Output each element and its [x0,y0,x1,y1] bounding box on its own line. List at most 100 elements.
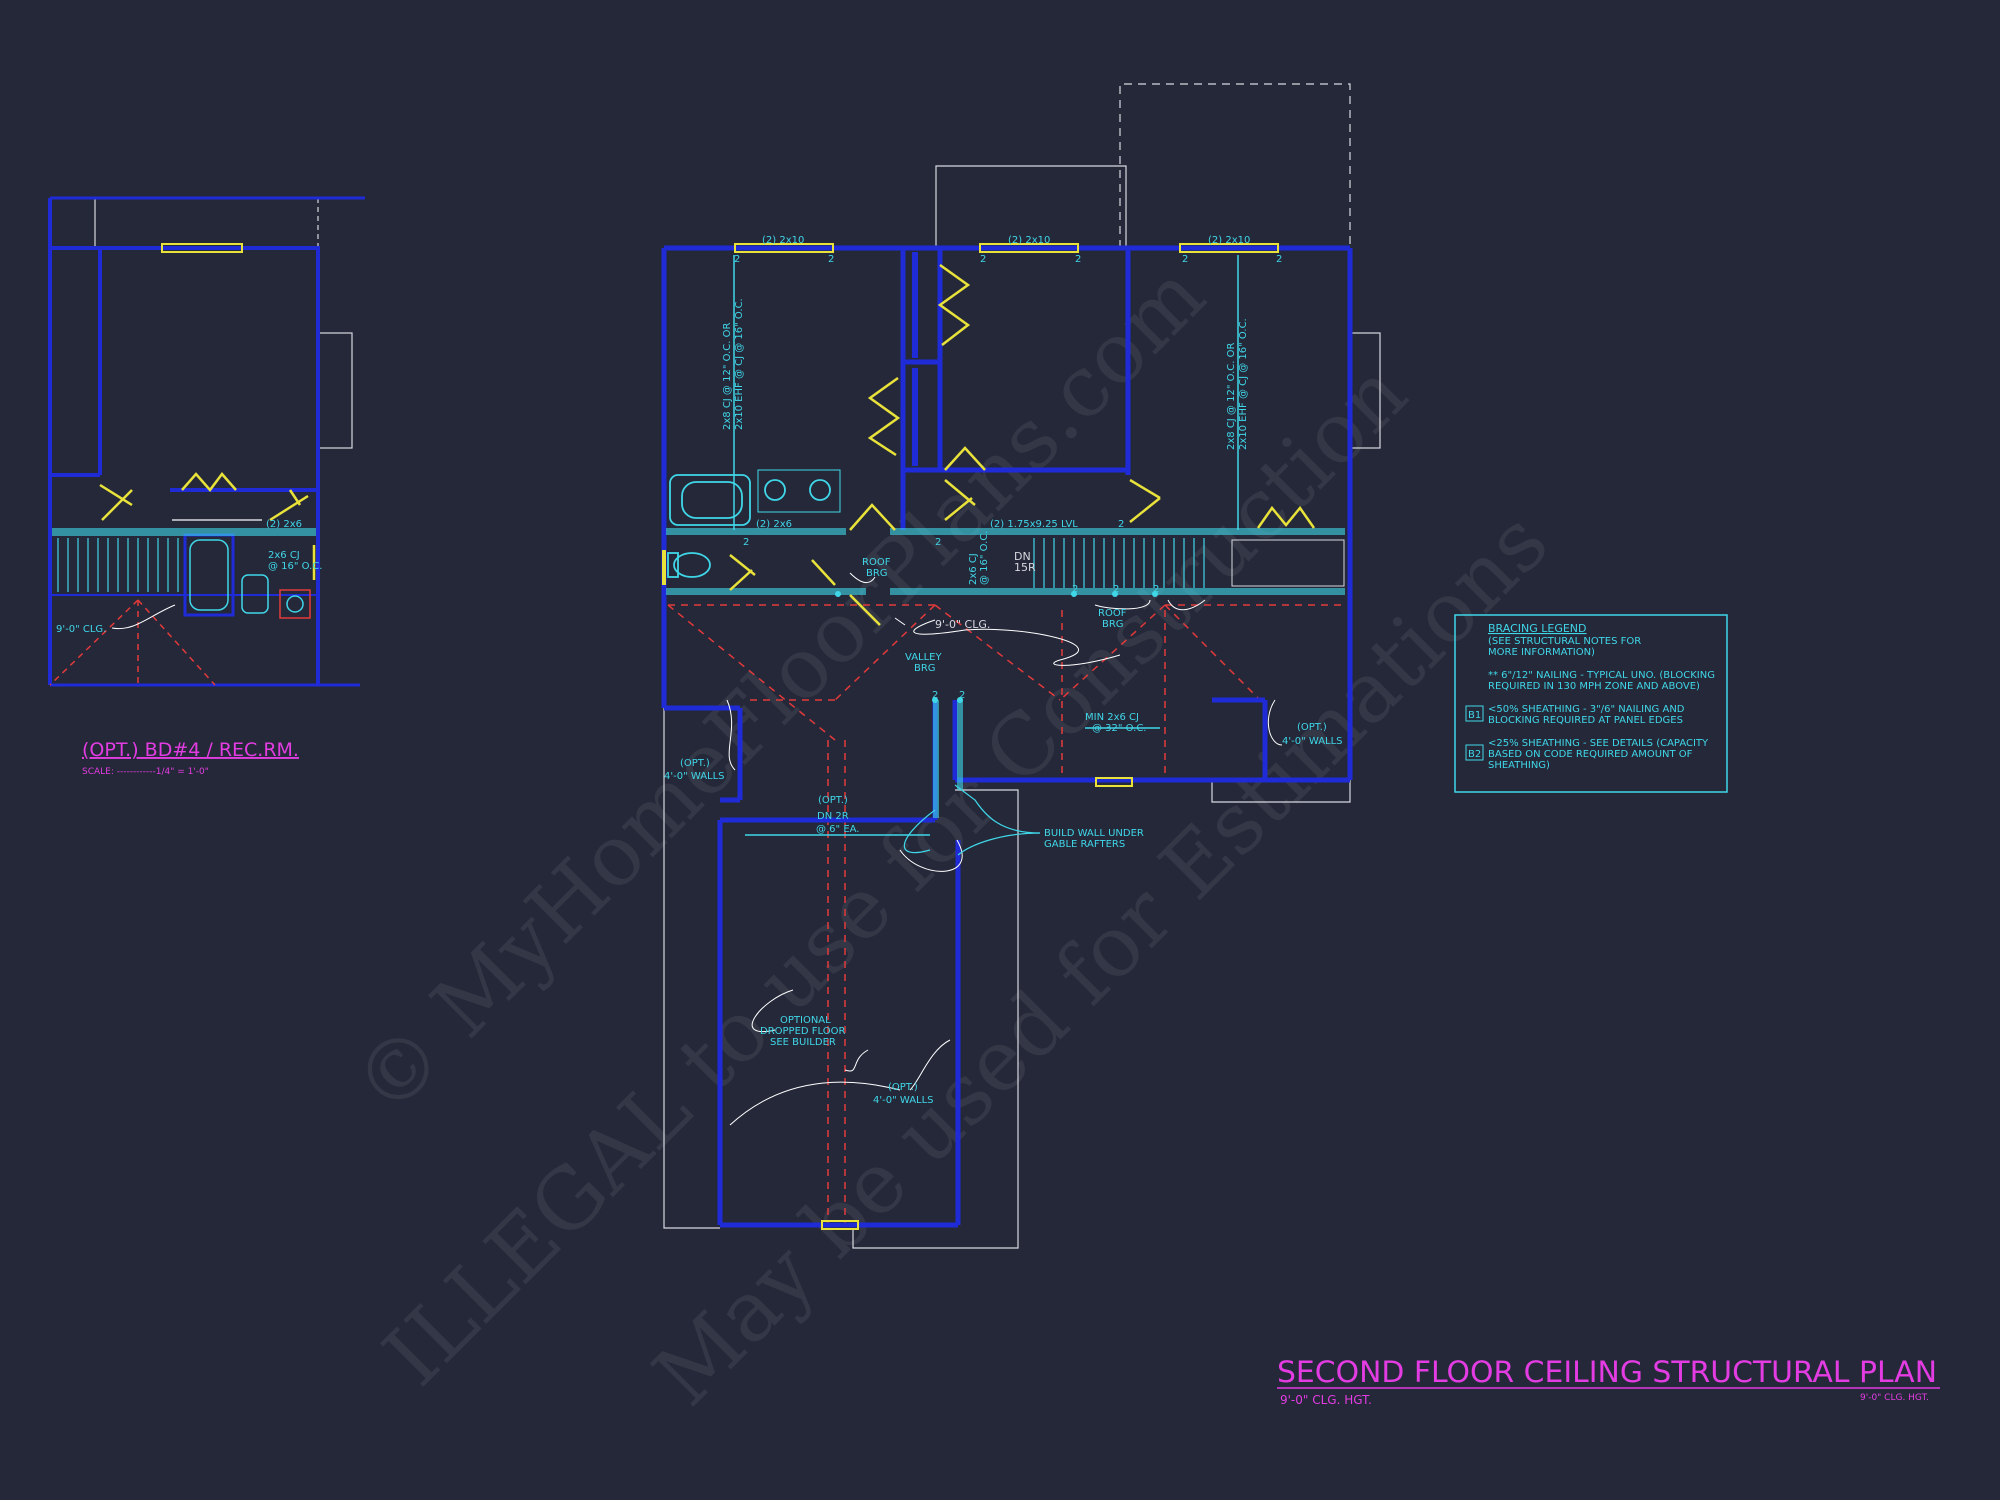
legend-b2-box [1465,744,1484,761]
inset-window [161,243,243,253]
inset-scale: SCALE: ------------1/4" = 1'-0" [82,767,209,777]
number-2: 2 [932,690,938,701]
dropped-floor-line-1: OPTIONAL [780,1015,831,1026]
inset-header-label: (2) 2x6 [266,519,302,530]
main-outline [663,83,1381,1249]
legend-b1-line-2: BLOCKING REQUIRED AT PANEL EDGES [1488,715,1683,726]
min-cj-line-1: MIN 2x6 CJ [1085,712,1139,723]
legend-subtitle-1: (SEE STRUCTURAL NOTES FOR [1488,636,1641,647]
number-2: 2 [1276,254,1282,265]
number-2: 2 [935,537,941,548]
cj-16-line-2: @ 16" O.C. [979,531,990,586]
main-stair [1033,538,1205,588]
joist-note-left-2: 2x10 EHF @ CJ @ 16" O.C. [734,298,745,430]
valley-brg-line-1: VALLEY [905,652,943,663]
number-2: 2 [1075,254,1081,265]
number-2: 2 [743,537,749,548]
legend-title: BRACING LEGEND [1488,622,1587,635]
number-2: 2 [734,254,740,265]
main-subtitle-left: 9'-0" CLG. HGT. [1280,1393,1372,1407]
main-walls [661,245,1353,1228]
inset-fixtures [172,519,311,619]
number-2: 2 [980,254,986,265]
joist-note-left-1: 2x8 CJ @ 12" O.C. OR [722,323,733,430]
roof-brg-2-line-2: BRG [1102,619,1124,630]
watermark: © MyHomeFloorPlans.com ILLEGAL to use fo… [335,246,1567,1424]
clg-note: 9'-0" CLG. [935,618,990,631]
number-2: 2 [1118,519,1124,530]
legend-b1-label: B1 [1468,710,1481,721]
inset-cj-line-1: 2x6 CJ [268,550,300,561]
dropped-floor-line-2: DROPPED FLOOR [760,1026,845,1037]
main-closet-walls [912,252,918,466]
legend-b1-line-1: <50% SHEATHING - 3"/6" NAILING AND [1488,704,1685,715]
inset-doors [99,472,316,580]
opt-walls-left-1: (OPT.) [680,758,710,769]
legend-b2-line-2: BASED ON CODE REQUIRED AMOUNT OF [1488,749,1693,760]
stair-dn-line-2: 15R [1014,561,1036,574]
watermark-line-2: ILLEGAL to use for Construction [365,344,1426,1405]
legend-nailing-2: REQUIRED IN 130 MPH ZONE AND ABOVE) [1488,681,1700,692]
main-bath-fixtures [667,469,841,578]
main-title-block: SECOND FLOOR CEILING STRUCTURAL PLAN 9'-… [1277,1355,1940,1407]
number-2: 2 [1153,584,1159,595]
inset-outline [94,198,353,449]
inset-clg-label: 9'-0" CLG. [56,624,106,635]
hall-header-left: (2) 2x6 [756,519,792,530]
joist-note-right-2: 2x10 EHF @ CJ @ 16" O.C. [1238,318,1249,450]
joist-note-right-1: 2x8 CJ @ 12" O.C. OR [1226,343,1237,450]
inset-title: (OPT.) BD#4 / REC.RM. [82,739,299,761]
header-label-3: (2) 2x10 [1208,235,1250,246]
valley-brg-line-2: BRG [914,663,936,674]
number-2: 2 [1113,584,1119,595]
legend-subtitle-2: MORE INFORMATION) [1488,647,1595,658]
main-landing [1231,539,1345,587]
inset-hatched-wall [52,528,316,536]
inset-stair [57,538,179,592]
number-2: 2 [959,690,965,701]
header-label-1: (2) 2x10 [762,235,804,246]
main-title: SECOND FLOOR CEILING STRUCTURAL PLAN [1277,1355,1937,1389]
legend-b2-label: B2 [1468,749,1481,760]
hall-header-right: (2) 1.75x9.25 LVL [990,519,1078,530]
opt-dn-line-2: DN 2R [817,811,849,822]
main-bearing-points [835,591,1158,703]
legend-b1-box [1465,705,1484,722]
dropped-floor-line-3: SEE BUILDER [770,1037,836,1048]
legend-b2-line-1: <25% SHEATHING - SEE DETAILS (CAPACITY [1488,738,1709,749]
main-subtitle-right: 9'-0" CLG. HGT. [1860,1393,1929,1403]
legend-box [1454,614,1728,793]
number-twos: 2 2 2 2 2 2 2 2 2 2 2 2 2 2 [734,254,1282,701]
number-2: 2 [828,254,834,265]
roof-brg-2-line-1: ROOF [1098,608,1127,619]
stair-dn-line-1: DN [1014,550,1031,563]
opt-walls-bottom-1: (OPT.) [888,1082,918,1093]
opt-dn-line-1: (OPT.) [818,795,848,806]
opt-walls-right-2: 4'-0" WALLS [1282,736,1343,747]
inset-clg-leader [111,604,176,630]
inset-cj-line-2: @ 16" O.C. [268,561,323,572]
roof-brg-1-line-1: ROOF [862,557,891,568]
main-windows [662,243,1279,1230]
inset-walls [48,196,365,687]
min-cj-line-2: @ 32" O.C. [1092,723,1147,734]
opt-walls-right-1: (OPT.) [1297,722,1327,733]
bracing-legend: BRACING LEGEND (SEE STRUCTURAL NOTES FOR… [1454,614,1728,793]
cj-16-line-1: 2x6 CJ [968,553,979,585]
main-plan: (2) 2x10 (2) 2x10 (2) 2x10 2 2 2 2 2 2 2… [661,83,1381,1249]
opt-walls-left-2: 4'-0" WALLS [664,771,725,782]
main-doors [729,263,1316,626]
inset-plan: (2) 2x6 2x6 CJ @ 16" O.C. 9'-0" CLG. (OP… [48,196,365,777]
number-2: 2 [1072,584,1078,595]
build-wall-line-1: BUILD WALL UNDER [1044,828,1144,839]
number-2: 2 [1182,254,1188,265]
header-label-2: (2) 2x10 [1008,235,1050,246]
main-hatched-walls [666,528,1345,818]
opt-dn-line-3: @ 6" EA. [816,824,859,835]
build-wall-line-2: GABLE RAFTERS [1044,839,1125,850]
roof-brg-1-line-2: BRG [866,568,888,579]
main-cyan-leaders [903,784,1041,856]
opt-walls-bottom-2: 4'-0" WALLS [873,1095,934,1106]
legend-nailing-1: ** 6"/12" NAILING - TYPICAL UNO. (BLOCKI… [1488,670,1715,681]
